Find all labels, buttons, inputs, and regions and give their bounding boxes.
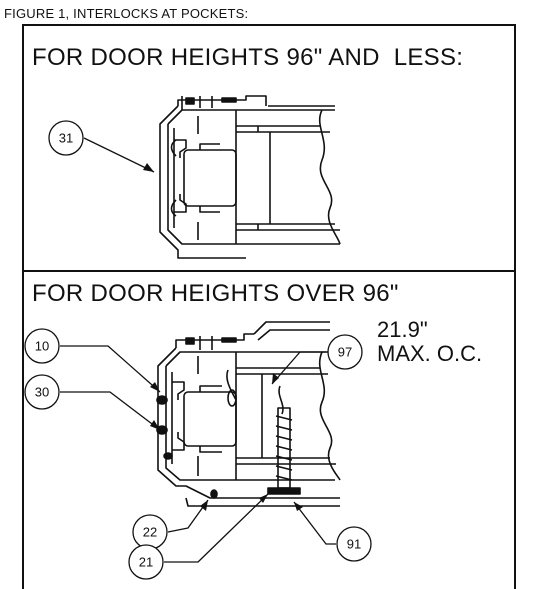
callout-31-label: 31 [59, 131, 73, 146]
callout-97-circle [327, 334, 363, 370]
figure-title: FIGURE 1, INTERLOCKS AT POCKETS: [4, 6, 249, 21]
leader-lines [60, 137, 336, 563]
callout-91-label: 91 [347, 537, 361, 552]
callout-97-label: 97 [338, 345, 352, 360]
leader-arrowheads [143, 163, 303, 511]
callout-21-circle [128, 544, 164, 580]
figure-frame [22, 24, 516, 589]
callout-10-circle [24, 328, 60, 364]
callout-31-circle [48, 120, 84, 156]
callout-10-label: 10 [35, 339, 49, 354]
spacing-note-line1: 21.9" [377, 317, 428, 342]
panel-divider [22, 270, 516, 272]
callout-22-label: 22 [143, 525, 157, 540]
spacing-note-line2: MAX. O.C. [377, 341, 483, 366]
callout-21-label: 21 [139, 555, 153, 570]
callout-91-circle [336, 526, 372, 562]
panel-2-heading: FOR DOOR HEIGHTS OVER 96" [32, 280, 399, 307]
callout-30-label: 30 [35, 385, 49, 400]
interlock-profile-top [159, 95, 341, 259]
interlock-profile-bottom [156, 321, 341, 507]
panel-1-heading: FOR DOOR HEIGHTS 96" AND LESS: [32, 44, 464, 71]
callout-30-circle [24, 374, 60, 410]
